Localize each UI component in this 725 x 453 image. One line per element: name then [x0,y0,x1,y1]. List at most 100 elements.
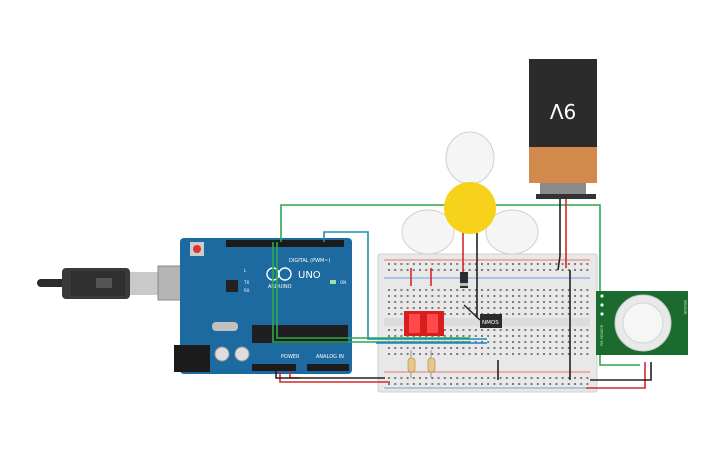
breadboard-hole[interactable] [543,295,545,297]
breadboard-hole[interactable] [524,301,527,303]
breadboard-hole[interactable] [425,377,428,379]
breadboard-hole[interactable] [505,341,508,343]
wires[interactable] [272,198,652,389]
breadboard-hole[interactable] [437,301,440,303]
breadboard-hole[interactable] [549,377,552,379]
breadboard-hole[interactable] [388,313,390,315]
breadboard-hole[interactable] [574,263,576,265]
breadboard-hole[interactable] [549,313,552,315]
breadboard-hole[interactable] [555,383,558,385]
breadboard-hole[interactable] [437,263,440,265]
breadboard-hole[interactable] [394,269,397,271]
breadboard-hole[interactable] [394,313,397,315]
breadboard-hole[interactable] [419,301,421,303]
breadboard-hole[interactable] [443,377,446,379]
breadboard-hole[interactable] [474,353,477,355]
breadboard-hole[interactable] [437,347,440,349]
breadboard-hole[interactable] [493,335,496,337]
breadboard-hole[interactable] [567,353,570,355]
breadboard-hole[interactable] [456,307,459,309]
breadboard-hole[interactable] [394,347,397,349]
breadboard-hole[interactable] [499,301,502,303]
diode[interactable] [460,272,468,288]
breadboard-hole[interactable] [443,353,446,355]
breadboard-hole[interactable] [580,383,583,385]
breadboard-hole[interactable] [419,289,421,291]
breadboard-hole[interactable] [499,383,502,385]
breadboard-hole[interactable] [499,335,502,337]
breadboard-hole[interactable] [450,353,452,355]
teal-wire[interactable] [323,231,487,340]
breadboard-hole[interactable] [388,301,390,303]
breadboard-hole[interactable] [450,335,452,337]
breadboard-hole[interactable] [487,269,490,271]
breadboard-hole[interactable] [425,307,428,309]
dc-fan[interactable] [401,131,539,255]
breadboard-hole[interactable] [474,313,477,315]
breadboard-hole[interactable] [518,313,521,315]
breadboard-hole[interactable] [512,377,514,379]
green-wire-pin[interactable] [276,242,470,339]
breadboard-hole[interactable] [406,269,409,271]
breadboard-hole[interactable] [567,301,570,303]
breadboard-hole[interactable] [512,307,514,309]
black-wire-gnd[interactable] [275,371,385,379]
breadboard-hole[interactable] [443,263,446,265]
breadboard-hole[interactable] [499,295,502,297]
breadboard-hole[interactable] [456,383,459,385]
breadboard-hole[interactable] [412,347,415,349]
breadboard-hole[interactable] [431,347,434,349]
breadboard-hole[interactable] [394,301,397,303]
breadboard-hole[interactable] [586,295,589,297]
pir-pin-1[interactable] [600,294,604,298]
breadboard-hole[interactable] [536,269,539,271]
breadboard-hole[interactable] [388,289,390,291]
breadboard-hole[interactable] [518,289,521,291]
breadboard-hole[interactable] [487,307,490,309]
breadboard-hole[interactable] [561,289,564,291]
breadboard-hole[interactable] [437,383,440,385]
breadboard-hole[interactable] [549,347,552,349]
breadboard-hole[interactable] [474,383,477,385]
breadboard-hole[interactable] [567,263,570,265]
breadboard-hole[interactable] [412,263,415,265]
breadboard-hole[interactable] [567,295,570,297]
breadboard-hole[interactable] [499,289,502,291]
breadboard-hole[interactable] [425,295,428,297]
breadboard-hole[interactable] [536,341,539,343]
breadboard-hole[interactable] [406,289,409,291]
breadboard-hole[interactable] [586,289,589,291]
breadboard-hole[interactable] [419,307,421,309]
breadboard-hole[interactable] [524,263,527,265]
breadboard-hole[interactable] [549,269,552,271]
breadboard-hole[interactable] [555,335,558,337]
breadboard-hole[interactable] [388,269,390,271]
breadboard-hole[interactable] [493,341,496,343]
breadboard-hole[interactable] [505,307,508,309]
breadboard-hole[interactable] [574,377,576,379]
breadboard-hole[interactable] [400,377,403,379]
breadboard-hole[interactable] [530,301,533,303]
breadboard-hole[interactable] [481,301,483,303]
breadboard-hole[interactable] [412,377,415,379]
breadboard-hole[interactable] [555,295,558,297]
breadboard-hole[interactable] [437,353,440,355]
breadboard-hole[interactable] [505,269,508,271]
breadboard-hole[interactable] [543,307,545,309]
breadboard-hole[interactable] [468,307,471,309]
breadboard-hole[interactable] [512,329,514,331]
breadboard-hole[interactable] [518,347,521,349]
breadboard-hole[interactable] [474,269,477,271]
breadboard-hole[interactable] [561,301,564,303]
breadboard-hole[interactable] [456,263,459,265]
breadboard-hole[interactable] [493,301,496,303]
breadboard-hole[interactable] [462,307,465,309]
resistor-1[interactable] [407,350,416,378]
breadboard-hole[interactable] [481,263,483,265]
breadboard-hole[interactable] [524,353,527,355]
breadboard-hole[interactable] [388,353,390,355]
breadboard-hole[interactable] [499,353,502,355]
breadboard-hole[interactable] [543,341,545,343]
breadboard-hole[interactable] [536,383,539,385]
